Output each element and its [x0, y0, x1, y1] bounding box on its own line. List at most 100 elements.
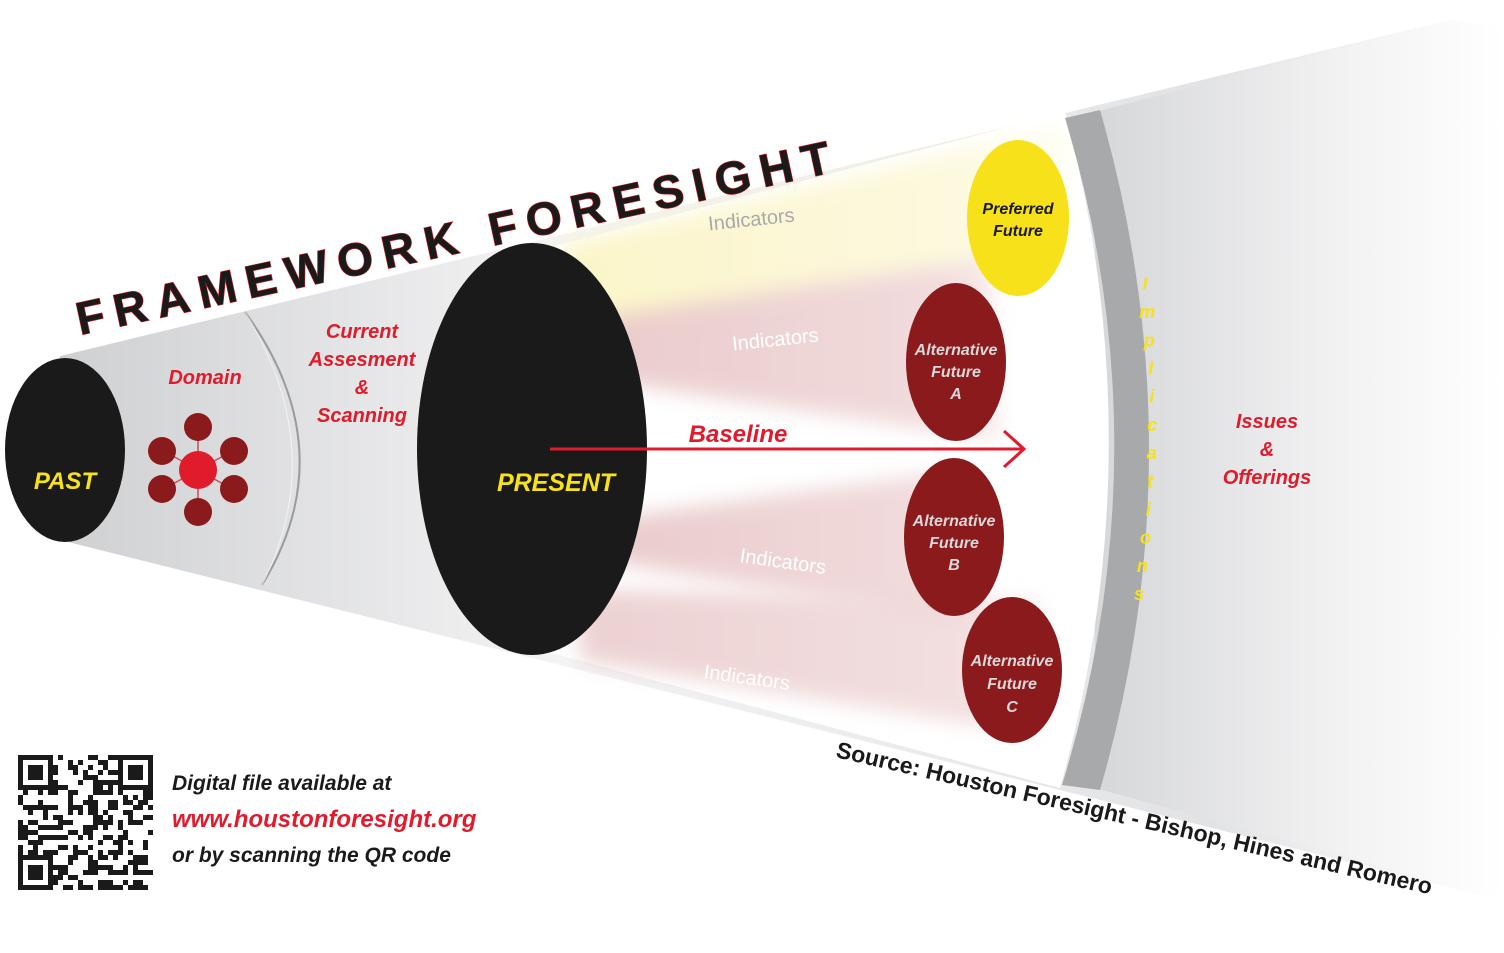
qr-module [128, 755, 133, 760]
qr-module [138, 870, 143, 875]
qr-module [133, 785, 138, 790]
implications-letter: l [1148, 359, 1154, 379]
qr-module [28, 830, 33, 835]
qr-module [88, 865, 93, 870]
qr-module [103, 880, 108, 885]
qr-module [138, 785, 143, 790]
qr-module [43, 815, 48, 820]
qr-module [123, 795, 128, 800]
issues-line: Offerings [1223, 467, 1312, 489]
qr-module [78, 810, 83, 815]
qr-module [118, 870, 123, 875]
alt-line: C [1006, 699, 1018, 716]
qr-module [38, 865, 43, 870]
qr-module [118, 825, 123, 830]
qr-module [93, 860, 98, 865]
qr-module [43, 850, 48, 855]
qr-module [93, 755, 98, 760]
qr-module [93, 775, 98, 780]
qr-module [68, 795, 73, 800]
domain-node [184, 413, 212, 441]
qr-module [108, 800, 113, 805]
qr-module [23, 825, 28, 830]
qr-module [18, 780, 23, 785]
qr-module [38, 840, 43, 845]
qr-module [28, 865, 33, 870]
implications-letter: I [1142, 274, 1148, 294]
qr-module [28, 855, 33, 860]
qr-module [48, 835, 53, 840]
qr-module [78, 835, 83, 840]
qr-module [148, 830, 153, 835]
qr-module [133, 870, 138, 875]
qr-module [133, 765, 138, 770]
qr-module [148, 780, 153, 785]
qr-module [53, 770, 58, 775]
footer-line3: or by scanning the QR code [172, 844, 451, 867]
assessment-line: & [355, 377, 369, 399]
qr-module [118, 850, 123, 855]
qr-module [108, 790, 113, 795]
qr-module [48, 775, 53, 780]
qr-module [118, 755, 123, 760]
qr-module [148, 760, 153, 765]
qr-module [143, 815, 148, 820]
qr-module [33, 840, 38, 845]
qr-module [148, 775, 153, 780]
qr-module [128, 785, 133, 790]
qr-module [78, 850, 83, 855]
qr-module [18, 765, 23, 770]
implications-letter: s [1134, 584, 1144, 604]
qr-module [38, 870, 43, 875]
footer-url-link[interactable]: www.houstonforesight.org [172, 806, 477, 833]
qr-module [113, 870, 118, 875]
qr-module [123, 865, 128, 870]
qr-module [38, 875, 43, 880]
qr-module [53, 780, 58, 785]
qr-module [88, 885, 93, 890]
alt-line: B [948, 557, 960, 574]
qr-module [148, 795, 153, 800]
qr-module [68, 805, 73, 810]
qr-module [83, 885, 88, 890]
domain-section-rim [244, 311, 301, 586]
issues-line: Issues [1236, 411, 1298, 433]
qr-module [18, 760, 23, 765]
qr-module [108, 865, 113, 870]
qr-module [28, 885, 33, 890]
qr-module [38, 775, 43, 780]
preferred-line: Future [993, 223, 1043, 240]
qr-module [98, 865, 103, 870]
alternative-future-c-circle [962, 597, 1062, 743]
qr-module [38, 800, 43, 805]
preferred-future-circle [967, 140, 1069, 296]
qr-module [83, 825, 88, 830]
qr-module [123, 835, 128, 840]
qr-module [53, 815, 58, 820]
qr-module [48, 760, 53, 765]
qr-module [48, 785, 53, 790]
qr-module [93, 865, 98, 870]
domain-node [184, 498, 212, 526]
qr-module [48, 865, 53, 870]
assessment-line: Scanning [317, 405, 407, 427]
qr-module [118, 760, 123, 765]
qr-module [18, 755, 23, 760]
qr-module [33, 770, 38, 775]
alt-line: Future [931, 364, 981, 381]
qr-module [148, 755, 153, 760]
qr-module [78, 805, 83, 810]
qr-module [18, 880, 23, 885]
qr-module [143, 755, 148, 760]
qr-module [38, 805, 43, 810]
qr-module [38, 770, 43, 775]
qr-module [148, 815, 153, 820]
qr-module [28, 875, 33, 880]
qr-module [23, 790, 28, 795]
qr-module [28, 765, 33, 770]
qr-module [78, 880, 83, 885]
qr-module [148, 770, 153, 775]
qr-module [38, 785, 43, 790]
band-alt-b [600, 470, 970, 622]
qr-module [68, 875, 73, 880]
